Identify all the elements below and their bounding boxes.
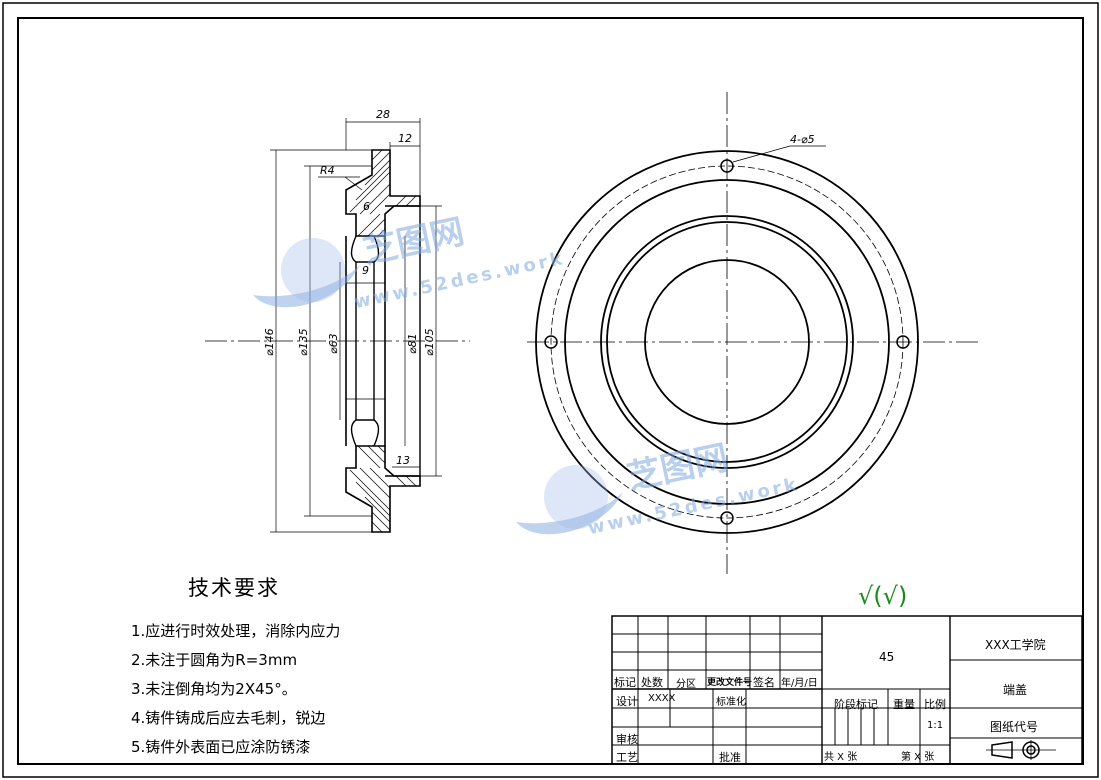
projection-symbol <box>986 740 1056 760</box>
section-profile-top <box>345 149 421 237</box>
watermark-globe-1 <box>253 238 360 308</box>
tb-design-value: XXXX <box>648 693 676 704</box>
dim-holes: 4-⌀5 <box>790 133 815 146</box>
dim-6: 6 <box>363 200 370 213</box>
tb-sheet-no: 第 X 张 <box>901 752 935 763</box>
dim-phi146: ⌀146 <box>263 328 276 356</box>
tech-requirement-3: 3.未注倒角均为2X45°。 <box>131 680 297 698</box>
bolt-hole-top <box>720 159 734 173</box>
tb-col-sign: 签名 <box>753 676 775 689</box>
boss-circle <box>600 215 854 469</box>
tb-material: 45 <box>879 650 895 664</box>
tb-part-name: 端盖 <box>1003 683 1028 697</box>
tb-col-count: 处数 <box>641 676 663 689</box>
hatching-bottom <box>349 445 417 533</box>
bolt-hole-left <box>544 335 558 349</box>
tb-process: 工艺 <box>616 751 638 764</box>
section-view <box>205 118 470 533</box>
tb-weight: 重量 <box>893 698 915 711</box>
tech-requirement-4: 4.铸件铸成后应去毛刺，锐边 <box>131 709 326 727</box>
dimension-labels: 28 12 R4 6 9 13 4-⌀5 ⌀146 ⌀135 ⌀63 ⌀81 ⌀… <box>263 108 815 467</box>
bolt-hole-right <box>896 335 910 349</box>
tb-school: XXX工学院 <box>985 638 1046 652</box>
dim-phi105: ⌀105 <box>423 328 436 356</box>
section-dimensions <box>270 118 442 533</box>
section-profile-bottom <box>345 445 421 533</box>
tech-requirement-1: 1.应进行时效处理，消除内应力 <box>131 622 341 640</box>
outer-circle <box>535 150 919 534</box>
front-view <box>527 92 978 574</box>
tech-requirement-5: 5.铸件外表面已应涂防锈漆 <box>131 738 311 756</box>
flange-circle <box>564 179 890 505</box>
tb-col-change-doc: 更改文件号 <box>707 678 753 688</box>
dim-phi63: ⌀63 <box>327 333 340 354</box>
bolt-hole-bottom <box>720 511 734 525</box>
tb-approve: 批准 <box>719 751 741 764</box>
dim-28: 28 <box>376 108 390 121</box>
bore-circle <box>644 259 810 425</box>
tb-col-zone: 分区 <box>676 679 696 690</box>
dim-r4: R4 <box>320 164 335 177</box>
dim-9: 9 <box>362 264 369 277</box>
tb-scale-label: 比例 <box>924 698 946 711</box>
watermark-globe-2 <box>516 465 623 535</box>
hatching-top <box>349 149 417 237</box>
inner-frame <box>17 17 1084 765</box>
tb-standardization: 标准化 <box>716 697 746 708</box>
tb-sheet-total: 共 X 张 <box>824 752 858 763</box>
tb-design-label: 设计 <box>616 695 638 708</box>
dim-12: 12 <box>398 132 412 145</box>
bolt-circle <box>550 165 904 519</box>
tech-requirements-title: 技术要求 <box>188 576 280 600</box>
dim-13: 13 <box>396 454 410 467</box>
tb-review: 审核 <box>616 733 638 746</box>
boss-inner-circle <box>606 221 848 463</box>
tb-col-date: 年/月/日 <box>781 678 818 689</box>
tb-stage-mark: 阶段标记 <box>834 698 878 711</box>
dim-phi81: ⌀81 <box>406 333 419 354</box>
roughness-symbol: √(√) <box>858 582 907 610</box>
dim-phi135: ⌀135 <box>297 328 310 356</box>
tb-drawing-no: 图纸代号 <box>990 720 1039 734</box>
holes-leader <box>732 145 791 163</box>
tech-requirement-2: 2.未注于圆角为R=3mm <box>131 651 298 669</box>
title-block-grid <box>611 615 1083 765</box>
tb-scale-value: 1:1 <box>927 720 944 731</box>
tb-col-mark: 标记 <box>614 676 636 689</box>
